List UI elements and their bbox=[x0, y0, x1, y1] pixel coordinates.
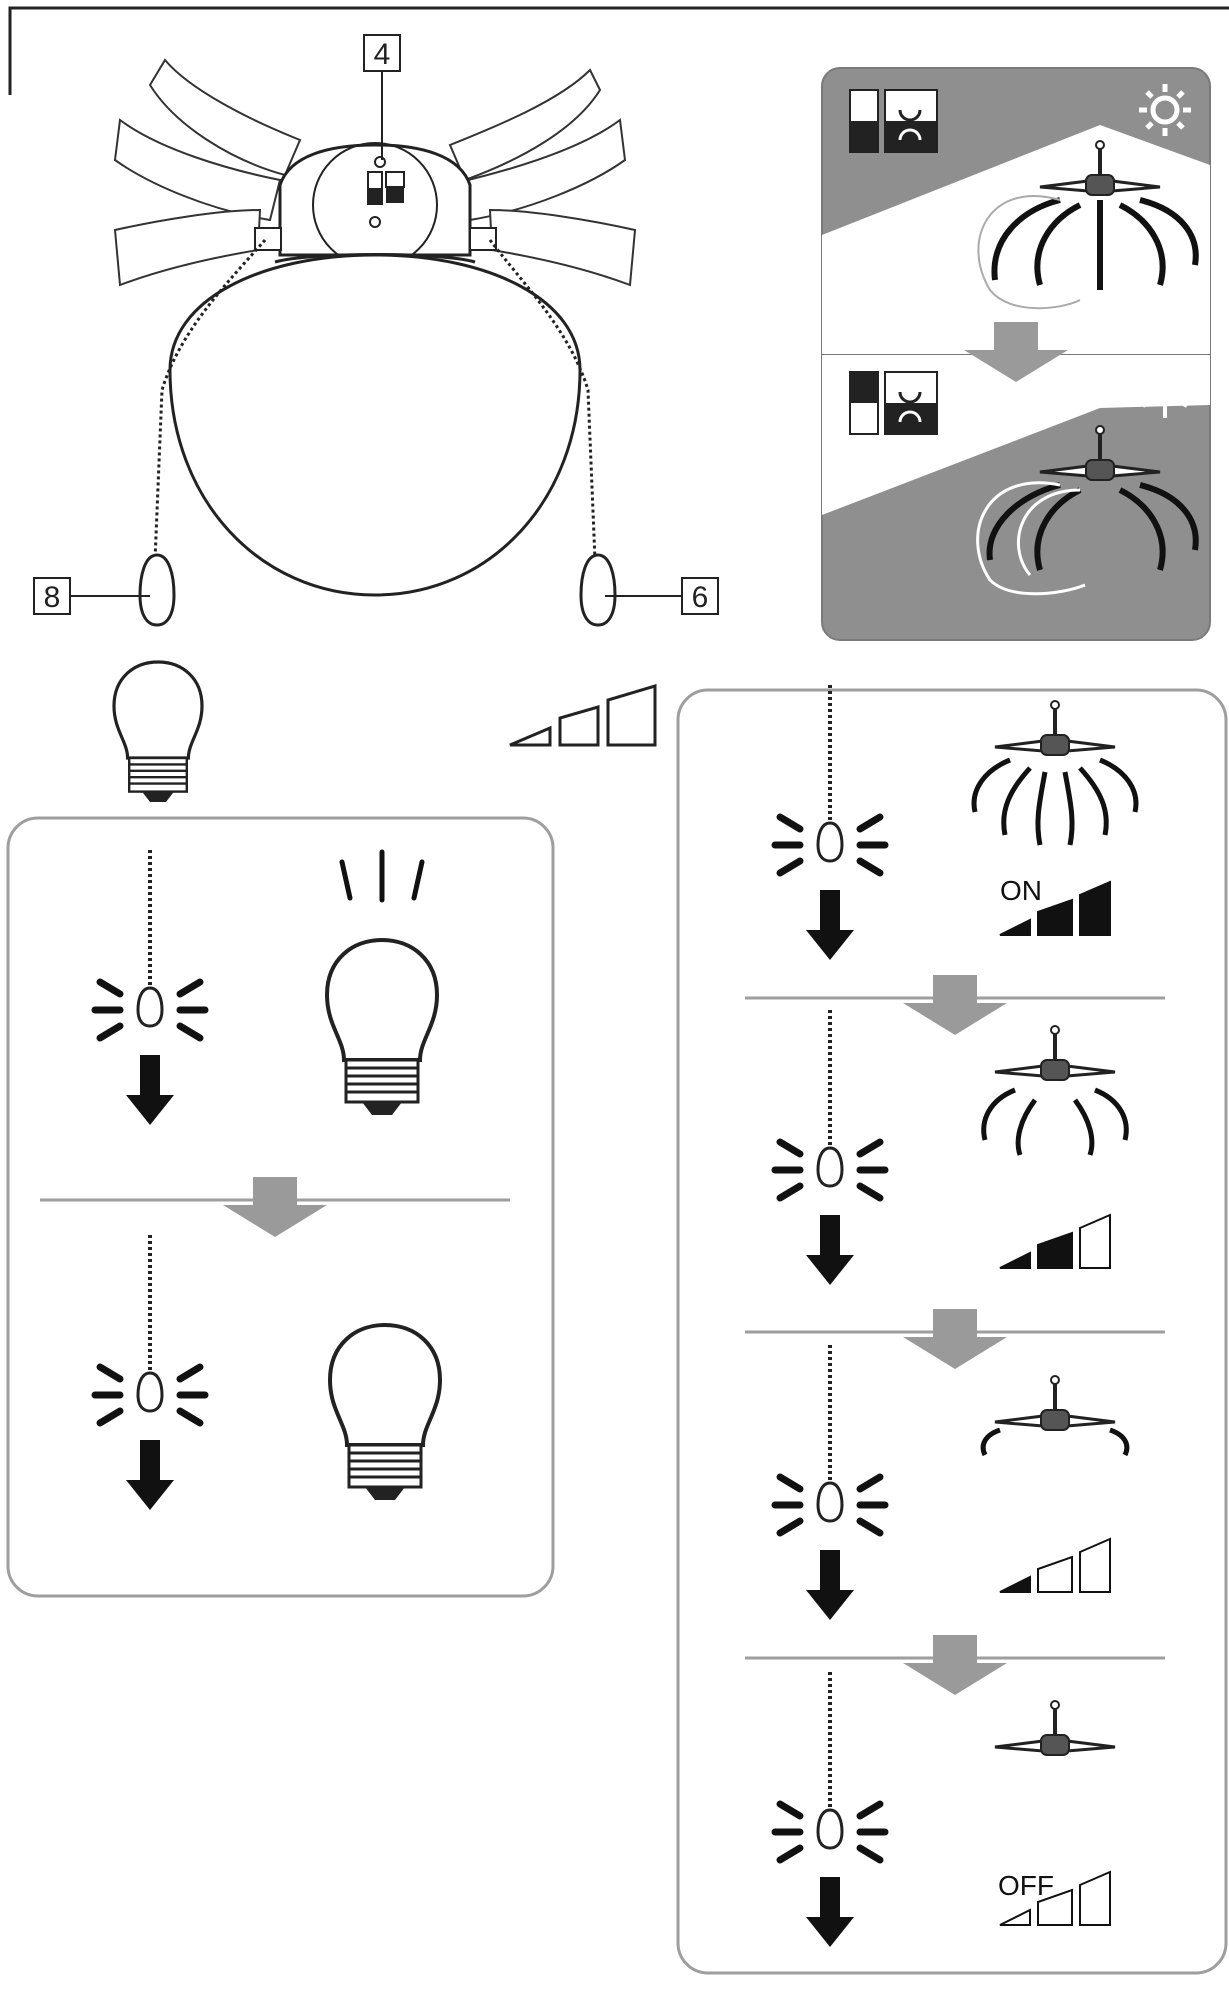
callout-8-label: 8 bbox=[44, 581, 61, 614]
speed-bars-low-icon bbox=[999, 1537, 1111, 1593]
speed-step-off: OFF bbox=[775, 1672, 1117, 1947]
fan-light-kit-illustration: 4 8 6 bbox=[33, 34, 719, 627]
airflow-arrows bbox=[986, 482, 1199, 571]
callout-box bbox=[363, 34, 401, 72]
speed-step-high: ON bbox=[775, 685, 1139, 960]
snowflake-icon bbox=[1141, 368, 1189, 418]
on-label: ON bbox=[1000, 875, 1042, 906]
sun-icon bbox=[1139, 84, 1191, 136]
speed-bars-icon bbox=[509, 683, 657, 747]
speed-bars-medium-icon bbox=[999, 1213, 1111, 1269]
switch-position-icon bbox=[849, 371, 938, 435]
page-frame-corner bbox=[8, 6, 1229, 95]
callout-4-label: 4 bbox=[374, 38, 391, 71]
switch-position-icon bbox=[849, 89, 938, 153]
fan-speed-panel: ON bbox=[676, 685, 1228, 1975]
airflow-arrows bbox=[991, 197, 1199, 290]
speed-bars-high-icon bbox=[999, 880, 1111, 936]
speed-step-low bbox=[775, 1345, 1130, 1620]
callout-box bbox=[33, 577, 71, 615]
rotation-direction-panel bbox=[821, 67, 1211, 641]
callout-6-label: 6 bbox=[692, 581, 709, 614]
speed-bars-off-icon bbox=[999, 1870, 1111, 1926]
speed-step-medium bbox=[775, 1010, 1129, 1285]
light-bulb-icon bbox=[112, 660, 204, 804]
off-label: OFF bbox=[998, 1870, 1054, 1901]
light-bulb-on-icon bbox=[325, 849, 439, 1117]
light-control-panel bbox=[6, 816, 555, 1598]
